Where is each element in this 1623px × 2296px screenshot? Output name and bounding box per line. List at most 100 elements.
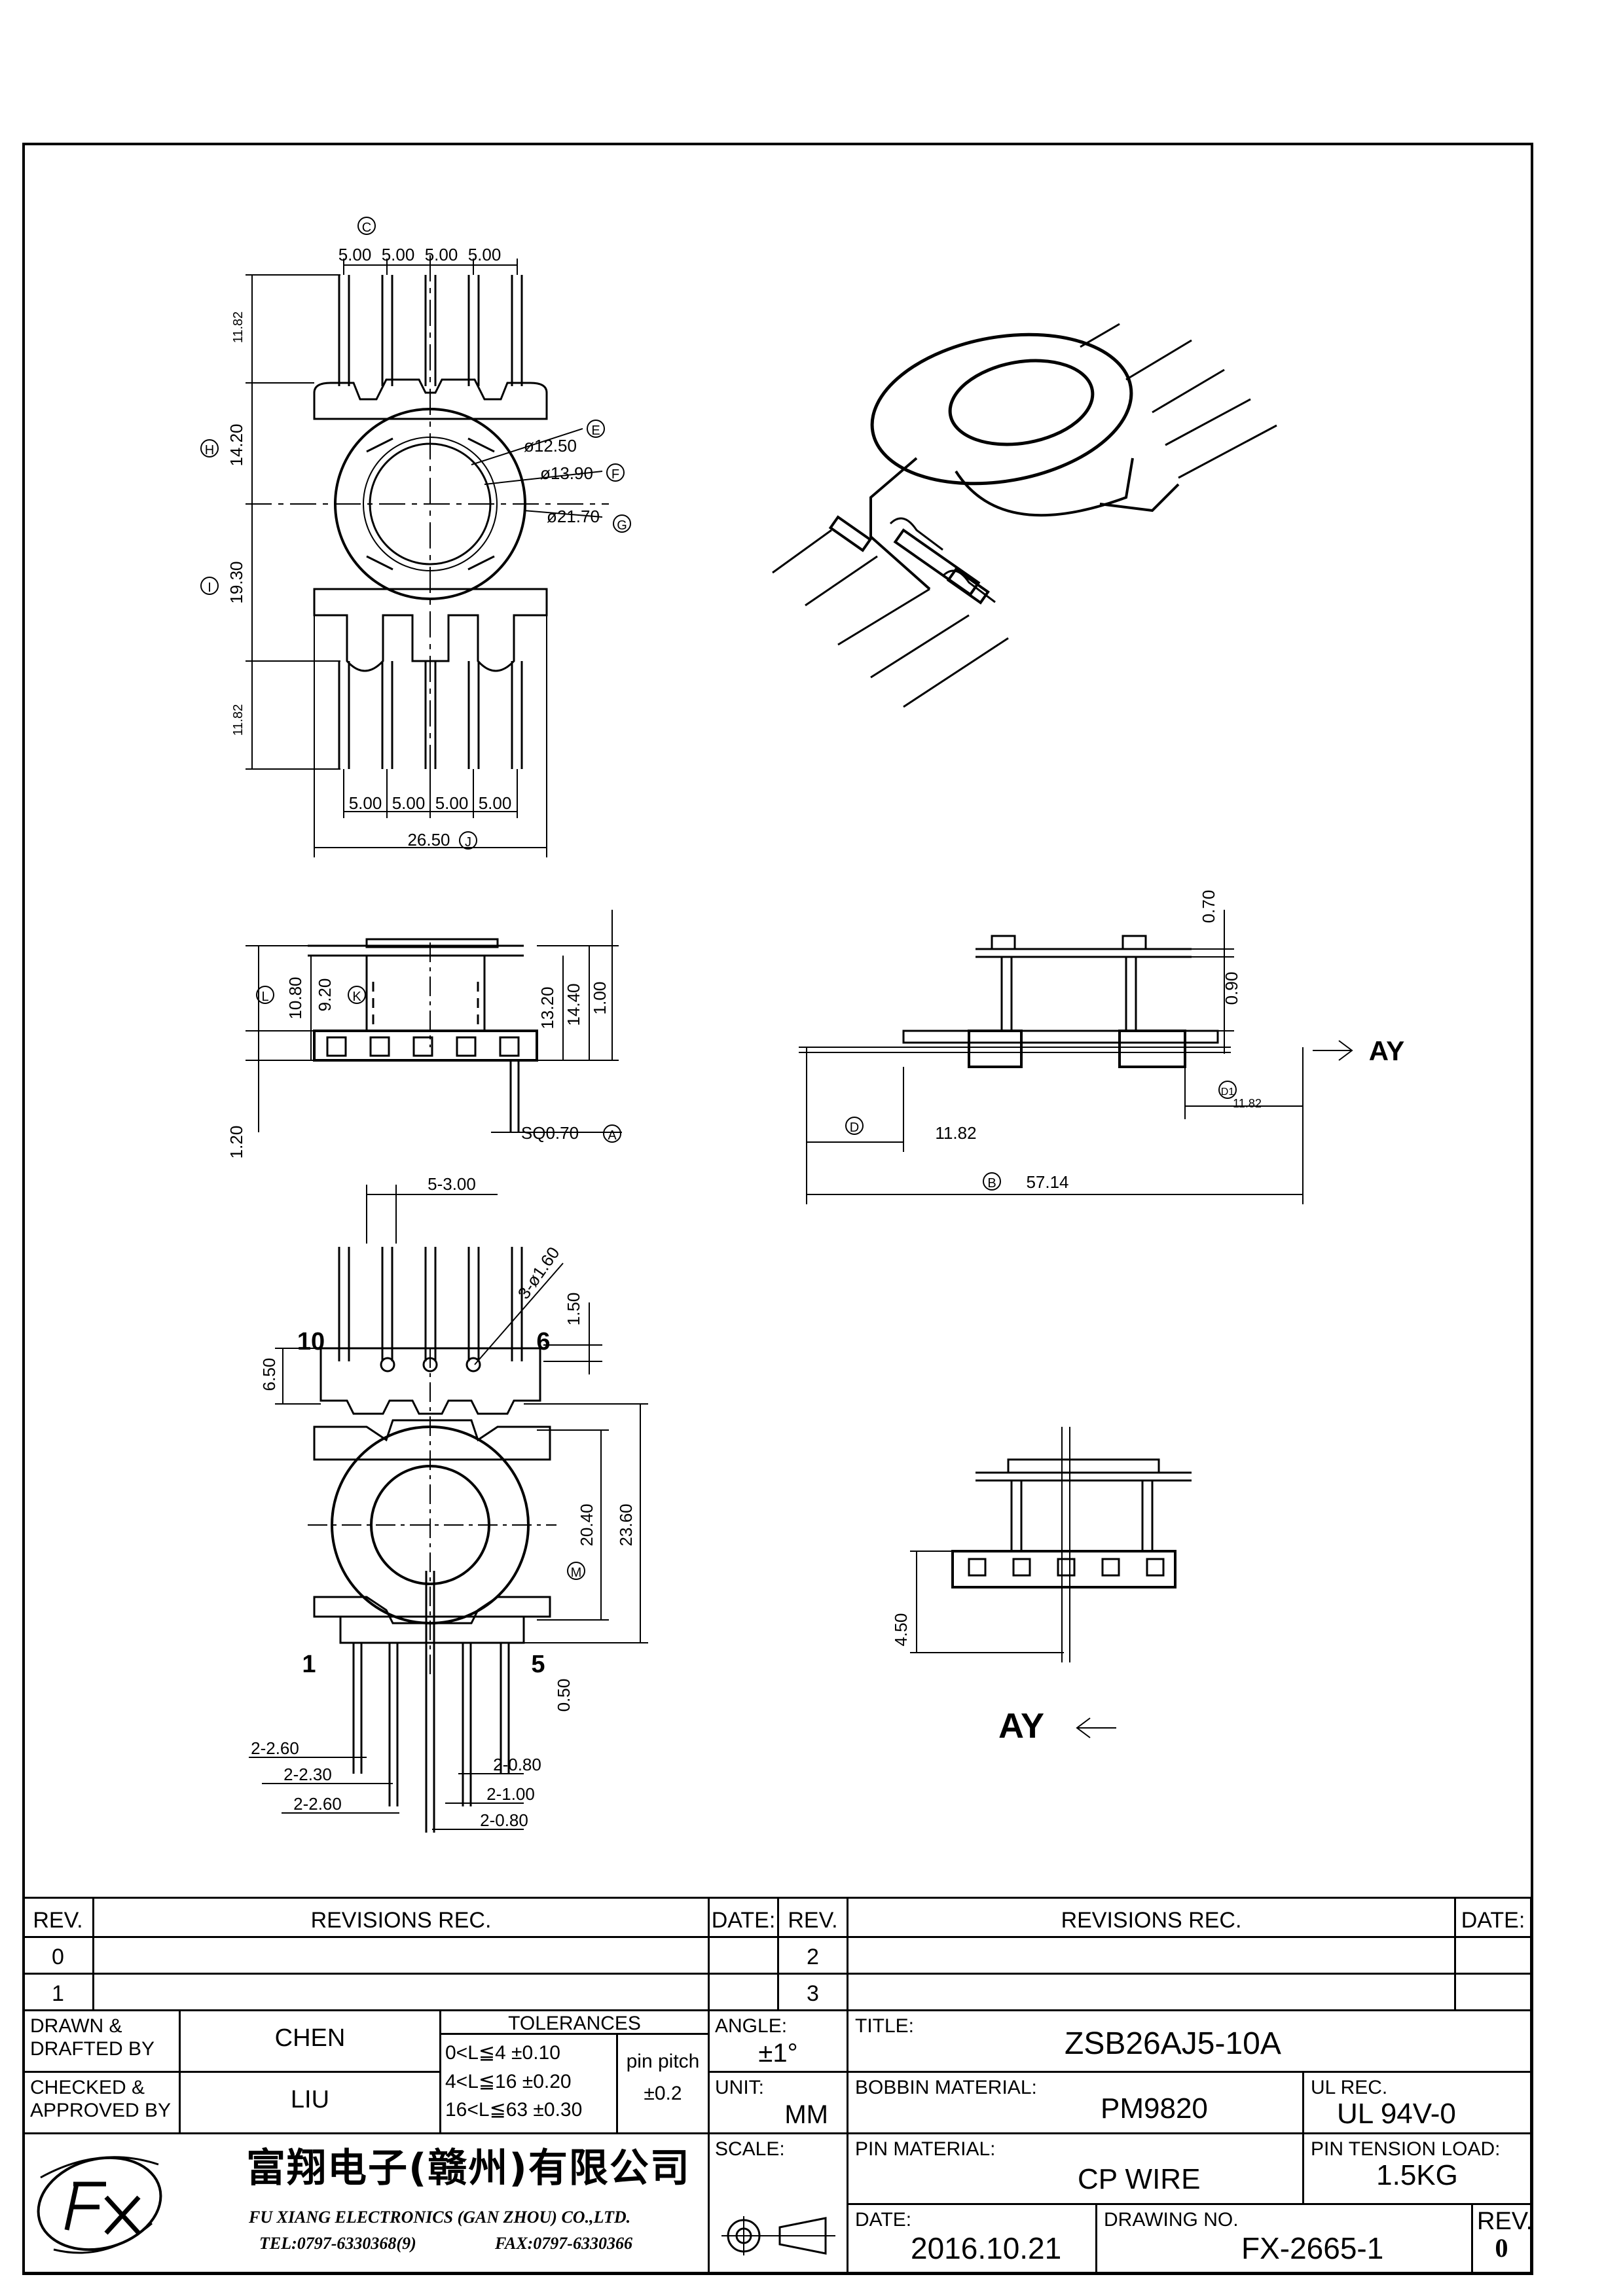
pin-material-cell: PIN MATERIAL: CP WIRE [848,2134,1304,2205]
dia-e: ø12.50 [524,436,577,456]
rev-row-1-desc [94,1975,710,2011]
angle-label: ANGLE: [715,2015,788,2037]
dim-2-0-80-a: 2-0.80 [493,1755,541,1774]
ay-arrow-label-front: AY [1369,1035,1405,1066]
rev-header-right: REV. [779,1897,848,1938]
unit-label: UNIT: [715,2077,764,2098]
unit-value: MM [784,2100,828,2129]
front-view [799,910,1353,1204]
label-d1: D1 [1221,1086,1235,1098]
dia-g: ø21.70 [547,507,600,526]
label-k: K [352,990,361,1004]
rev-row-3-desc [848,1975,1456,2011]
ay-view [910,1427,1192,1738]
dim-2-2-30: 2-2.30 [283,1765,332,1784]
date-value: 2016.10.21 [911,2231,1062,2265]
date-cell: DATE: 2016.10.21 [848,2205,1097,2274]
dia-f: ø13.90 [540,463,593,483]
label-d: D [850,1121,859,1135]
tolerances-header: TOLERANCES [441,2011,710,2035]
projection-symbol-icon [721,2216,835,2255]
pitch-bottom-3: 5.00 [435,793,469,813]
pin-tension-label: PIN TENSION LOAD: [1311,2138,1501,2160]
company-logo-icon [37,2156,162,2254]
bobbin-material-cell: BOBBIN MATERIAL: PM9820 [848,2073,1304,2134]
checked-by: LIU [181,2073,441,2134]
angle-value: ±1° [758,2038,798,2068]
dim-2-0-80-b: 2-0.80 [480,1810,528,1830]
dim-13-20: 13.20 [538,986,557,1029]
dim-b: 57.14 [1026,1172,1068,1192]
company-tel: TEL:0797-6330368(9) [259,2234,416,2253]
scale-cell: SCALE: [710,2134,848,2274]
label-a: A [608,1128,617,1143]
dim-14-40: 14.40 [564,983,583,1026]
ul-rec-value: UL 94V-0 [1337,2097,1456,2130]
company-name-cn: 富翔电子(赣州)有限公司 [246,2145,691,2191]
pin-length-bottom: 11.82 [231,704,246,736]
bobbin-material-value: PM9820 [1101,2092,1208,2125]
bottom-view [249,1185,648,1833]
side-view [246,910,622,1133]
date-label: DATE: [855,2209,912,2231]
title-value: ZSB26AJ5-10A [1065,2026,1281,2061]
title-block: REV. REVISIONS REC. DATE: REV. REVISIONS… [24,1897,1532,2274]
checked-label: CHECKED & APPROVED BY [24,2073,181,2134]
dim-1-00: 1.00 [590,982,610,1015]
pin-length-top: 11.82 [231,312,246,344]
pin-pitch-value: ±0.2 [644,2082,682,2104]
rev-row-0-desc [94,1938,710,1975]
drawn-by: CHEN [181,2011,441,2073]
dim-0-90: 0.90 [1222,972,1241,1005]
dim-pitch: 5-3.00 [428,1174,476,1194]
rev-label: REV. [1477,2208,1532,2235]
dim-1-50: 1.50 [564,1293,583,1326]
dim-23-60: 23.60 [616,1503,636,1546]
title-label: TITLE: [855,2015,915,2037]
date-header-left: DATE: [710,1897,779,1938]
rev-row-2: 2 [779,1938,848,1975]
pitch-bottom-1: 5.00 [349,793,382,813]
company-cell: 富翔电子(赣州)有限公司 FU XIANG ELECTRONICS (GAN Z… [24,2134,710,2274]
rev-row-2-desc [848,1938,1456,1975]
label-c: C [362,221,371,235]
title-cell: TITLE: ZSB26AJ5-10A [848,2011,1532,2073]
pitch-top-4: 5.00 [468,245,501,264]
tolerance-row-2: 4<L≦16 ±0.20 [445,2070,572,2092]
label-f: F [611,467,619,482]
revisions-header-left: REVISIONS REC. [94,1897,710,1938]
pin-pitch: pin pitch ±0.2 [618,2035,710,2134]
drawing-no-value: FX-2665-1 [1241,2231,1384,2265]
pin-6-label: 6 [536,1328,550,1355]
label-m: M [571,1566,582,1580]
label-i: I [208,581,211,595]
dim-0-70: 0.70 [1199,890,1218,924]
rev-value: 0 [1495,2233,1508,2263]
dim-20-40: 20.40 [577,1503,596,1546]
isometric-view [772,323,1277,708]
pitch-top-3: 5.00 [425,245,458,264]
label-h: H [205,443,214,457]
dim-6-50: 6.50 [259,1358,279,1391]
company-fax: FAX:0797-6330366 [495,2234,632,2253]
drawing-area: C 5.00 5.00 5.00 5.00 11.82 14.20 H 19.3… [200,217,1405,1833]
pin-5-label: 5 [531,1651,545,1678]
rev-header-left: REV. [24,1897,94,1938]
pin-tension-cell: PIN TENSION LOAD: 1.5KG [1304,2134,1532,2205]
dim-2-2-60-a: 2-2.60 [251,1738,299,1758]
revisions-header-right: REVISIONS REC. [848,1897,1456,1938]
company-name-en: FU XIANG ELECTRONICS (GAN ZHOU) CO.,LTD. [249,2208,631,2227]
dim-4-50: 4.50 [891,1613,911,1647]
dim-width: 26.50 [407,830,450,850]
tolerance-rows: 0<L≦4 ±0.10 4<L≦16 ±0.20 16<L≦63 ±0.30 [441,2035,618,2134]
dim-1-20: 1.20 [227,1126,246,1159]
dim-h: 14.20 [227,423,246,466]
bobbin-material-label: BOBBIN MATERIAL: [855,2077,1037,2098]
tolerance-row-3: 16<L≦63 ±0.30 [445,2099,583,2121]
pitch-top-2: 5.00 [382,245,415,264]
rev-row-0: 0 [24,1938,94,1975]
scale-label: SCALE: [715,2138,785,2160]
dim-2-1-00: 2-1.00 [486,1784,535,1804]
pitch-top-1: 5.00 [338,245,372,264]
